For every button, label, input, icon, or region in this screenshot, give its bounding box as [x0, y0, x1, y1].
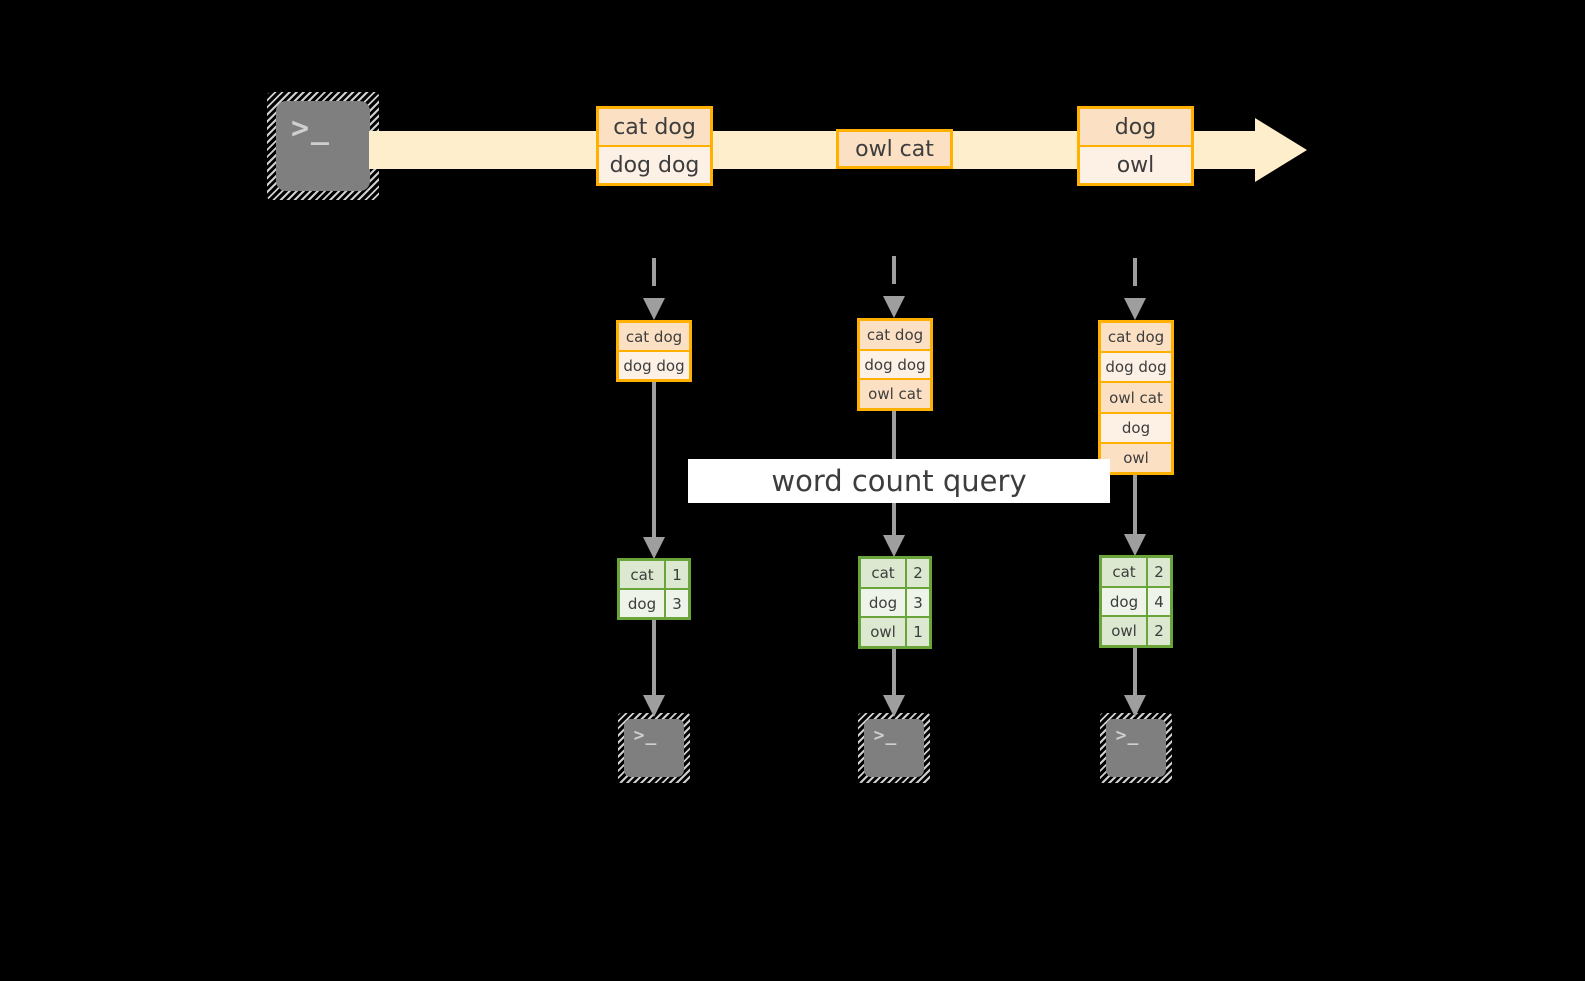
terminal-prompt: >_ [873, 725, 898, 747]
event-line: dog dog [619, 352, 689, 379]
stream-batch-1[interactable]: cat dog dog dog [596, 106, 713, 186]
terminal-screen: >_ [1106, 719, 1166, 777]
result-table-column-3[interactable]: cat 2 dog 4 owl 2 [1099, 555, 1173, 648]
table-row: owl 1 [861, 618, 929, 647]
query-arrow-column-1 [640, 382, 668, 560]
table-row: dog 3 [620, 590, 688, 617]
terminal-prompt: >_ [291, 110, 331, 146]
terminal-prompt: >_ [1115, 725, 1140, 747]
result-word: dog [620, 590, 664, 617]
word-count-query-label: word count query [688, 459, 1110, 503]
query-arrow-column-3 [1121, 475, 1149, 557]
terminal-screen: >_ [624, 719, 684, 777]
accumulated-events-column-1[interactable]: cat dog dog dog [616, 320, 692, 382]
table-row: owl 2 [1102, 617, 1170, 646]
sink-arrow-column-3 [1121, 648, 1149, 718]
result-word: owl [861, 618, 905, 647]
event-line: owl cat [1101, 383, 1171, 412]
result-word: owl [1102, 617, 1146, 646]
result-count: 2 [1148, 558, 1170, 586]
result-count: 3 [666, 590, 688, 617]
table-row: cat 2 [861, 559, 929, 587]
event-line: owl [1080, 147, 1191, 183]
ingest-arrow-column-2 [880, 256, 908, 320]
stream-batch-2[interactable]: owl cat [836, 129, 953, 169]
result-count: 2 [907, 559, 929, 587]
result-count: 1 [666, 561, 688, 588]
result-table-column-1[interactable]: cat 1 dog 3 [617, 558, 691, 620]
accumulated-events-column-3[interactable]: cat dog dog dog owl cat dog owl [1098, 320, 1174, 475]
event-line: dog [1080, 109, 1191, 145]
accumulated-events-column-2[interactable]: cat dog dog dog owl cat [857, 318, 933, 411]
result-count: 3 [907, 588, 929, 617]
table-row: dog 4 [1102, 587, 1170, 616]
terminal-screen: >_ [864, 719, 924, 777]
sink-terminal-icon-column-1: >_ [618, 713, 690, 783]
event-line: dog dog [1101, 353, 1171, 382]
result-word: dog [1102, 587, 1146, 616]
table-row: cat 1 [620, 561, 688, 588]
stream-arrow-head [1255, 118, 1307, 182]
result-word: cat [861, 559, 905, 587]
result-count: 4 [1148, 587, 1170, 616]
sink-arrow-column-2 [880, 649, 908, 718]
terminal-screen: >_ [276, 101, 370, 191]
result-word: cat [620, 561, 664, 588]
table-row: cat 2 [1102, 558, 1170, 586]
sink-terminal-icon-column-3: >_ [1100, 713, 1172, 783]
sink-terminal-icon-column-2: >_ [858, 713, 930, 783]
result-table-column-2[interactable]: cat 2 dog 3 owl 1 [858, 556, 932, 649]
source-terminal-icon: >_ [267, 92, 379, 200]
event-line: cat dog [1101, 323, 1171, 352]
event-line: dog dog [599, 147, 710, 183]
stream-batch-3[interactable]: dog owl [1077, 106, 1194, 186]
sink-arrow-column-1 [640, 620, 668, 718]
event-line: cat dog [860, 321, 930, 349]
terminal-prompt: >_ [633, 725, 658, 747]
result-count: 1 [907, 618, 929, 647]
event-line: dog [1101, 413, 1171, 442]
event-line: cat dog [619, 323, 689, 350]
event-line: owl cat [860, 380, 930, 409]
result-count: 2 [1148, 617, 1170, 646]
ingest-arrow-column-3 [1121, 258, 1149, 320]
event-line: dog dog [860, 350, 930, 379]
result-word: dog [861, 588, 905, 617]
table-row: dog 3 [861, 588, 929, 617]
event-line: owl cat [839, 132, 950, 166]
ingest-arrow-column-1 [640, 258, 668, 320]
event-line: cat dog [599, 109, 710, 145]
event-line: owl [1101, 443, 1171, 473]
result-word: cat [1102, 558, 1146, 586]
